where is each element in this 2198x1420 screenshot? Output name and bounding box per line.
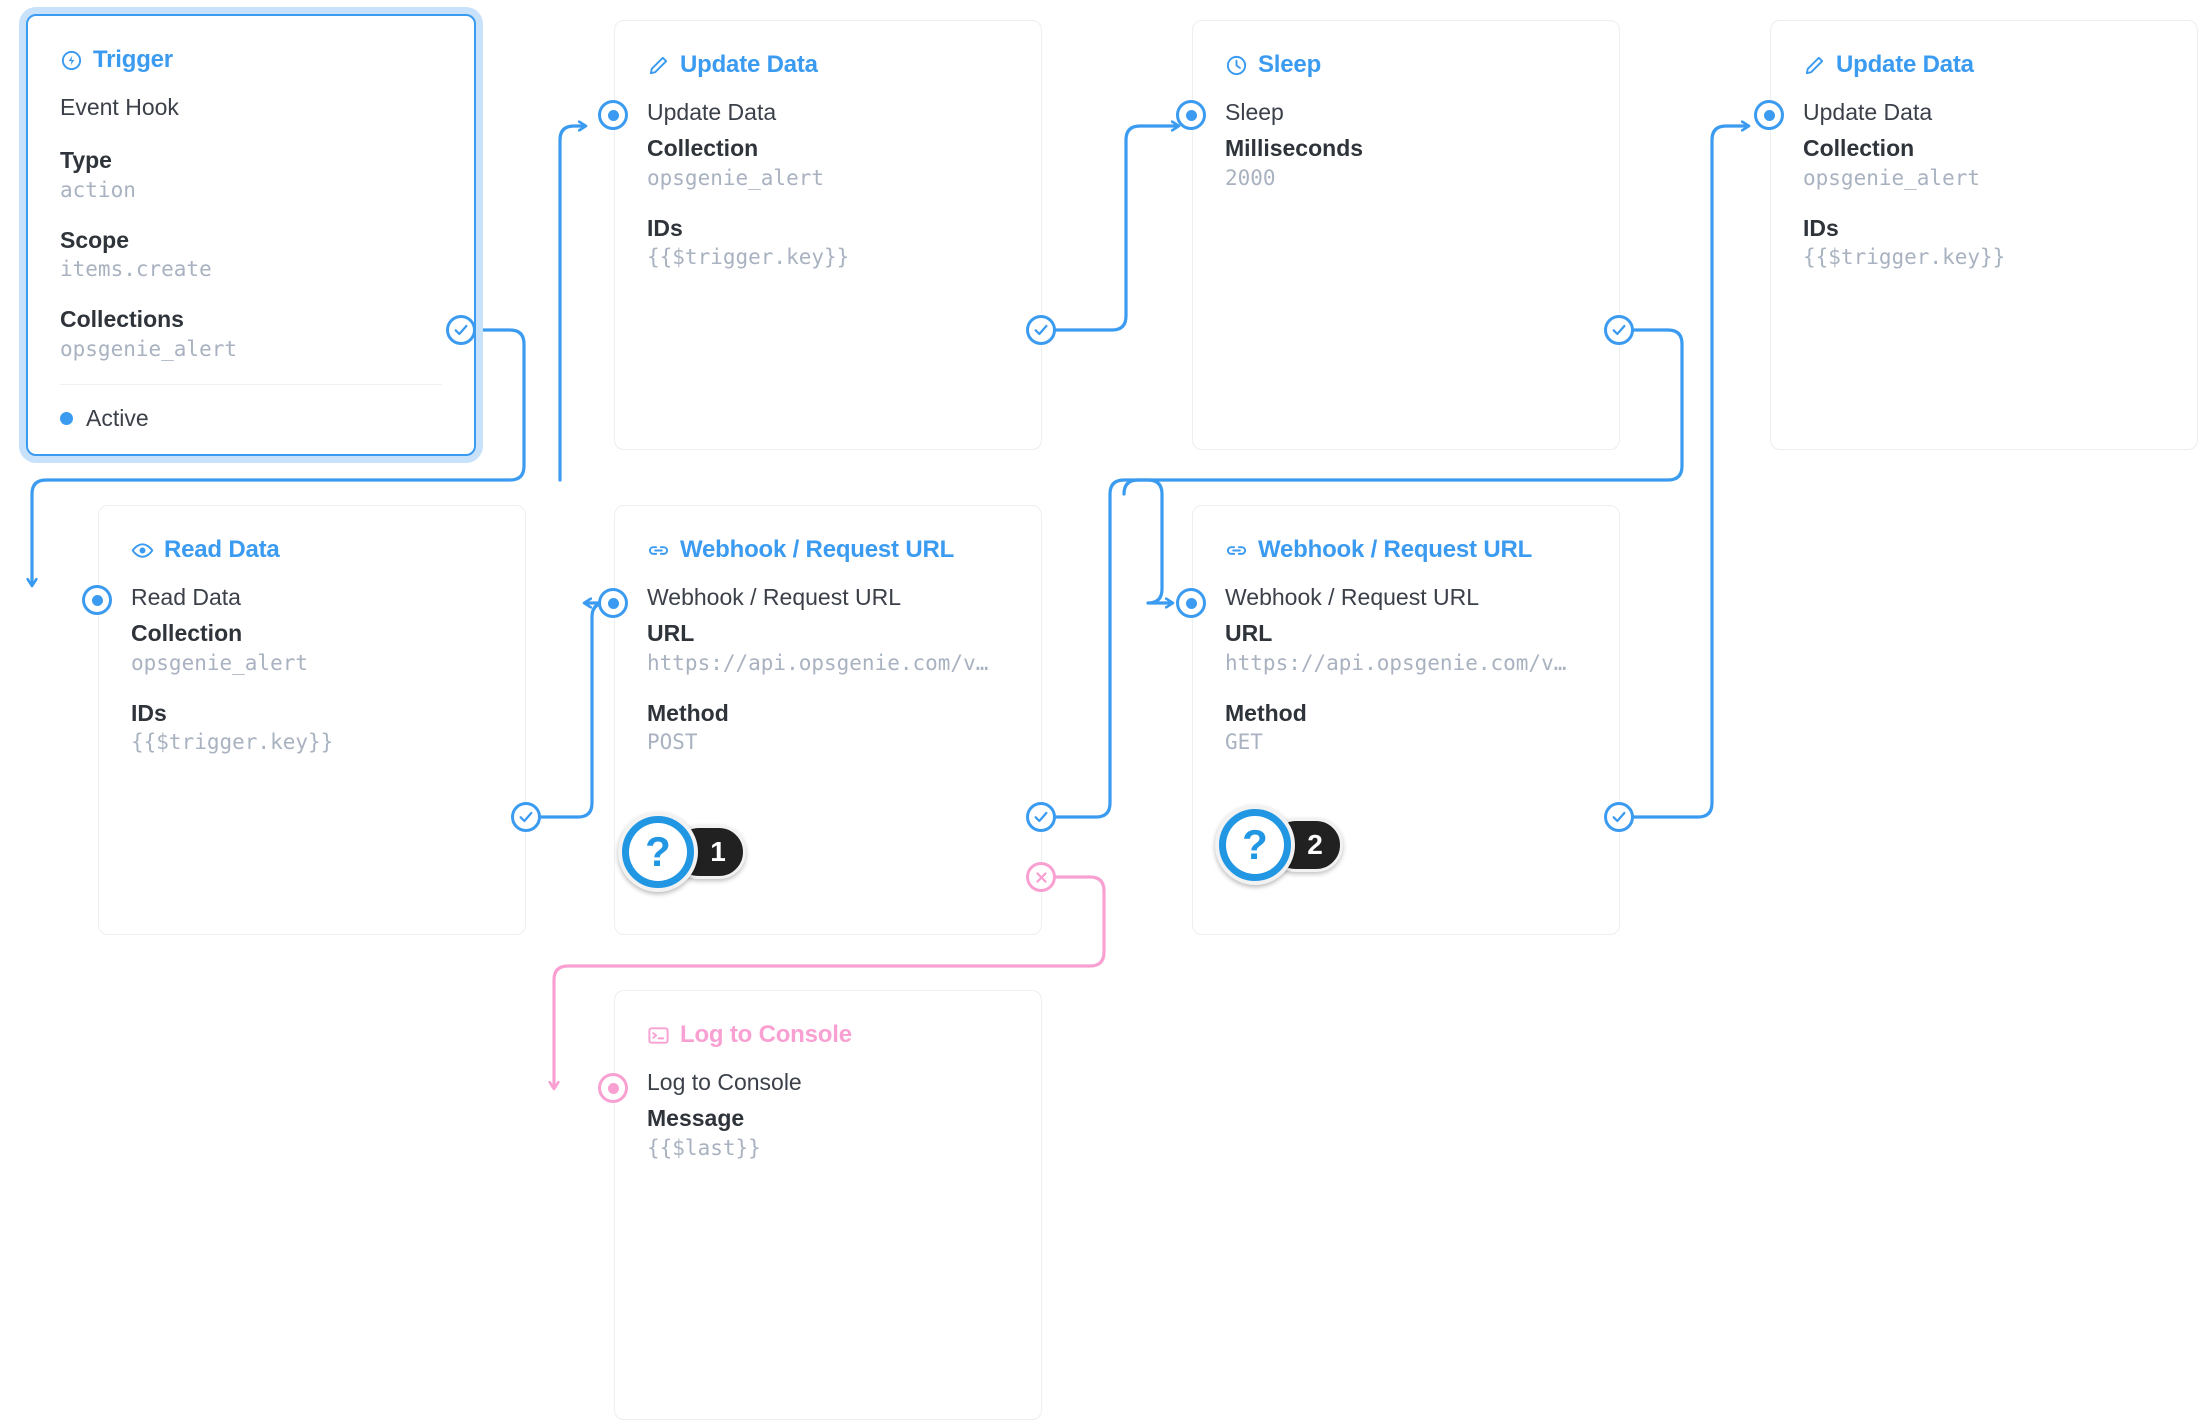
node-read-data[interactable]: Read Data Read Data Collection opsgenie_… — [98, 505, 526, 935]
node-header: Webhook / Request URL — [647, 536, 1009, 564]
node-header: Read Data — [131, 536, 493, 564]
field-label: Scope — [60, 226, 130, 253]
eye-icon — [131, 539, 154, 562]
node-title: Log to Console — [680, 1021, 852, 1048]
node-operation-name: Webhook / Request URL — [1225, 584, 1479, 610]
node-log-to-console[interactable]: Log to Console Log to Console Message {{… — [614, 990, 1042, 1420]
node-header: Update Data — [647, 51, 1009, 79]
status-dot-icon — [60, 412, 73, 425]
node-title: Update Data — [1836, 51, 1974, 78]
pencil-icon — [1803, 54, 1826, 77]
link-icon — [1225, 539, 1248, 562]
question-mark-icon: ? — [618, 812, 698, 892]
terminal-icon — [647, 1024, 670, 1047]
port-resolve-update-data-1[interactable] — [1026, 315, 1056, 345]
field-label: Milliseconds — [1225, 135, 1364, 162]
port-resolve-read-data[interactable] — [511, 802, 541, 832]
field-value: https://api.opsgenie.com/v… — [647, 650, 989, 675]
port-resolve-webhook-post[interactable] — [1026, 802, 1056, 832]
port-input-read-data[interactable] — [82, 585, 112, 615]
field-value: action — [60, 177, 136, 202]
node-operation-name: Sleep — [1225, 99, 1284, 125]
node-header: Webhook / Request URL — [1225, 536, 1587, 564]
field-label: Message — [647, 1105, 745, 1132]
node-title: Sleep — [1258, 51, 1322, 78]
field-label: IDs — [647, 214, 683, 241]
annotation-marker-1: ? 1 — [618, 812, 746, 892]
node-title: Trigger — [93, 46, 173, 73]
port-resolve-trigger[interactable] — [446, 315, 476, 345]
field-value: GET — [1225, 730, 1263, 755]
node-operation-name: Update Data — [647, 99, 777, 125]
node-operation-name: Event Hook — [60, 94, 179, 120]
annotation-glyph: ? — [1226, 816, 1284, 874]
node-title: Webhook / Request URL — [680, 536, 955, 563]
field-value: {{$trigger.key}} — [647, 245, 850, 270]
field-value: {{$last}} — [647, 1135, 761, 1160]
pencil-icon — [647, 54, 670, 77]
port-input-webhook-post[interactable] — [598, 588, 628, 618]
field-value: 2000 — [1225, 165, 1276, 190]
annotation-glyph: ? — [629, 823, 687, 881]
node-update-data-2[interactable]: Update Data Update Data Collection opsge… — [1770, 20, 2198, 450]
node-footer: Active — [60, 384, 442, 432]
port-input-update-data-2[interactable] — [1754, 100, 1784, 130]
port-resolve-sleep[interactable] — [1604, 315, 1634, 345]
field-label: IDs — [131, 699, 167, 726]
node-operation-name: Log to Console — [647, 1069, 802, 1095]
field-label: URL — [647, 620, 695, 647]
field-value: items.create — [60, 257, 212, 282]
node-operation-name: Read Data — [131, 584, 241, 610]
field-label: Method — [647, 699, 729, 726]
field-value: POST — [647, 730, 698, 755]
field-label: Method — [1225, 699, 1307, 726]
node-update-data-1[interactable]: Update Data Update Data Collection opsge… — [614, 20, 1042, 450]
field-label: Collection — [647, 135, 759, 162]
link-icon — [647, 539, 670, 562]
annotation-marker-2: ? 2 — [1215, 805, 1343, 885]
field-label: Type — [60, 147, 112, 174]
status-badge: Active — [86, 405, 149, 431]
node-operation-name: Webhook / Request URL — [647, 584, 901, 610]
question-mark-icon: ? — [1215, 805, 1295, 885]
port-input-sleep[interactable] — [1176, 100, 1206, 130]
port-resolve-webhook-get[interactable] — [1604, 802, 1634, 832]
field-value: https://api.opsgenie.com/v… — [1225, 650, 1567, 675]
node-title: Update Data — [680, 51, 818, 78]
port-input-log-to-console[interactable] — [598, 1073, 628, 1103]
flash-circle-icon — [60, 49, 83, 72]
field-value: {{$trigger.key}} — [131, 730, 334, 755]
field-value: opsgenie_alert — [60, 336, 238, 361]
field-value: opsgenie_alert — [1803, 165, 1981, 190]
port-input-update-data-1[interactable] — [598, 100, 628, 130]
field-value: opsgenie_alert — [131, 650, 309, 675]
node-title: Webhook / Request URL — [1258, 536, 1533, 563]
field-value: {{$trigger.key}} — [1803, 245, 2006, 270]
clock-icon — [1225, 54, 1248, 77]
port-input-webhook-get[interactable] — [1176, 588, 1206, 618]
node-header: Update Data — [1803, 51, 2165, 79]
field-label: URL — [1225, 620, 1273, 647]
node-trigger[interactable]: Trigger Event Hook Type action Scope ite… — [26, 14, 476, 456]
node-header: Trigger — [60, 46, 442, 74]
port-reject-webhook-post[interactable] — [1026, 862, 1056, 892]
node-sleep[interactable]: Sleep Sleep Milliseconds 2000 — [1192, 20, 1620, 450]
field-value: opsgenie_alert — [647, 165, 825, 190]
field-label: Collections — [60, 306, 184, 333]
node-title: Read Data — [164, 536, 280, 563]
node-header: Sleep — [1225, 51, 1587, 79]
field-label: Collection — [1803, 135, 1915, 162]
field-label: Collection — [131, 620, 243, 647]
field-label: IDs — [1803, 214, 1839, 241]
node-operation-name: Update Data — [1803, 99, 1933, 125]
node-header: Log to Console — [647, 1021, 1009, 1049]
